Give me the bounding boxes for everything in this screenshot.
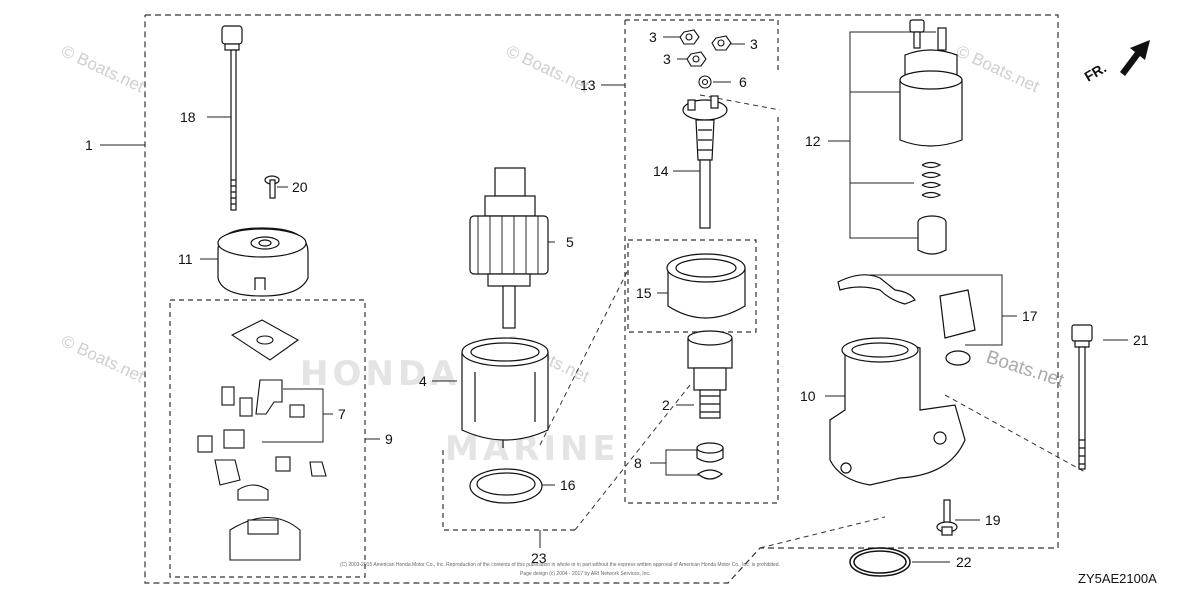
callout-3: 3 [649,29,657,45]
callout-19: 19 [985,512,1001,528]
front-bracket-10 [829,337,966,486]
watermark: © Boats.net [953,41,1042,96]
center-watermark: Boats.net [983,347,1067,392]
callout-11: 11 [178,251,193,267]
callout-1: 1 [85,137,93,153]
stop-ring-8 [696,442,724,480]
callout-4: 4 [419,373,427,389]
callout-2: 2 [662,397,670,413]
front-direction-indicator: FR. [1082,40,1150,85]
watermark: © Boats.net [58,331,147,386]
callout-3: 3 [750,36,758,52]
plunger-12 [917,215,947,255]
callout-20: 20 [292,179,308,195]
internal-gear-15 [666,253,746,319]
yoke-4 [461,337,549,448]
callout-9: 9 [385,431,393,447]
callout-21: 21 [1133,332,1149,348]
bolt-19 [936,499,958,536]
rear-cover-11 [217,227,309,297]
callout-10: 10 [800,388,816,404]
nut-3 [686,51,707,67]
callout-22: 22 [956,554,972,570]
washer-6 [698,75,712,89]
screw-20 [264,175,280,199]
callout-15: 15 [636,285,652,301]
direction-label: FR. [1082,59,1110,84]
nut-3 [679,29,700,45]
bolt-21 [1071,324,1093,470]
direction-arrow-icon [1120,40,1150,76]
copyright-notice: (C) 2003-2015 American Honda Motor Co., … [340,562,780,568]
diagram-code: ZY5AE2100A [1078,571,1157,586]
callout-23: 23 [531,550,547,566]
callout-labels: 1 2 3 3 3 4 5 6 7 8 9 10 11 12 13 14 15 … [85,29,1149,570]
callout-16: 16 [560,477,576,493]
callout-5: 5 [566,234,574,250]
long-bolt-18 [221,25,243,211]
lever-17 [837,274,916,305]
callout-13: 13 [580,77,596,93]
callout-12: 12 [805,133,821,149]
watermark: © Boats.net [58,41,147,96]
pinion-2 [687,330,733,419]
callout-14: 14 [653,163,669,179]
callout-17: 17 [1022,308,1038,324]
page-design-notice: Page design (c) 2004 - 2017 by ARI Netwo… [520,571,650,577]
gasket-16 [469,468,543,504]
armature-5 [469,167,549,329]
callout-7: 7 [338,406,346,422]
watermark: © Boats.net [503,41,592,96]
solenoid-12 [899,19,963,147]
callout-3: 3 [663,51,671,67]
cover-plate-17 [939,289,976,366]
solenoid-spring-12 [921,161,942,199]
assembly-guides [539,94,1086,549]
callout-6: 6 [739,74,747,90]
callout-8: 8 [634,455,642,471]
brand-watermark: HONDA [300,354,460,394]
callout-18: 18 [180,109,196,125]
shaft-14 [682,95,728,229]
brush-holder-9 [197,319,327,561]
nut-3 [711,35,732,51]
o-ring-22 [849,547,911,577]
